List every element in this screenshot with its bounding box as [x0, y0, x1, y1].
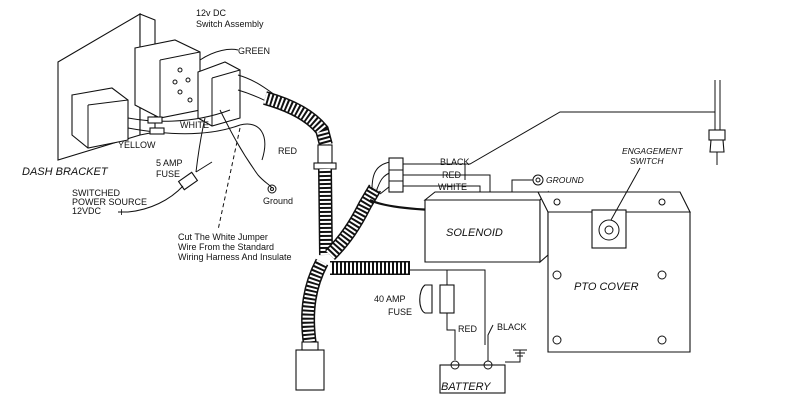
engagement-switch [591, 167, 641, 249]
switch-title-line2: Switch Assembly [196, 19, 264, 29]
label-black-right: BLACK [440, 157, 470, 167]
dash-bracket-label: DASH BRACKET [22, 166, 109, 178]
cut-note-line2: Wire From the Standard [178, 242, 274, 252]
label-ground-right: GROUND [546, 175, 584, 185]
cut-indicator-line [217, 127, 241, 231]
engagement-switch-label-line1: ENGAGEMENT [622, 146, 683, 156]
battery-label: BATTERY [441, 381, 491, 393]
label-white-top: WHITE [180, 120, 209, 130]
ground-terminal-left [267, 184, 277, 194]
engagement-switch-label-line2: SWITCH [630, 156, 664, 166]
label-yellow: YELLOW [118, 140, 156, 150]
pto-cover-label: PTO COVER [574, 281, 639, 293]
label-white-right: WHITE [438, 182, 467, 192]
cut-note-line3: Wiring Harness And Insulate [178, 252, 292, 262]
yellow-white-connectors [147, 116, 165, 135]
wire-harness [263, 91, 410, 391]
fuse-5-amp [118, 161, 213, 213]
switch-title-line1: 12v DC [196, 8, 227, 18]
cut-note-line1: Cut The White Jumper [178, 232, 268, 242]
switch-assembly [134, 39, 241, 127]
fuse40-label-line1: 40 AMP [374, 294, 406, 304]
positive-sign: + [118, 205, 125, 219]
switched-label-line3: 12VDC [72, 206, 102, 216]
label-red-bottom: RED [458, 324, 478, 334]
switched-label-line1: SWITCHED [72, 188, 120, 198]
label-red-top: RED [278, 146, 298, 156]
fuse40-label-line2: FUSE [388, 307, 412, 317]
battery [439, 324, 527, 394]
fuse5-label-line1: 5 AMP [156, 158, 183, 168]
label-ground-top: Ground [263, 196, 293, 206]
label-red-right: RED [442, 170, 462, 180]
pto-cover [537, 191, 691, 353]
engagement-switch-wire [560, 80, 726, 165]
label-black-bottom: BLACK [497, 322, 527, 332]
connector-block [388, 157, 404, 193]
solenoid-label: SOLENOID [446, 227, 503, 239]
fuse-40-amp [410, 269, 486, 360]
switched-label-line2: POWER SOURCE [72, 197, 147, 207]
fuse5-label-line2: FUSE [156, 169, 180, 179]
solenoid [423, 190, 550, 264]
label-green: GREEN [238, 46, 270, 56]
